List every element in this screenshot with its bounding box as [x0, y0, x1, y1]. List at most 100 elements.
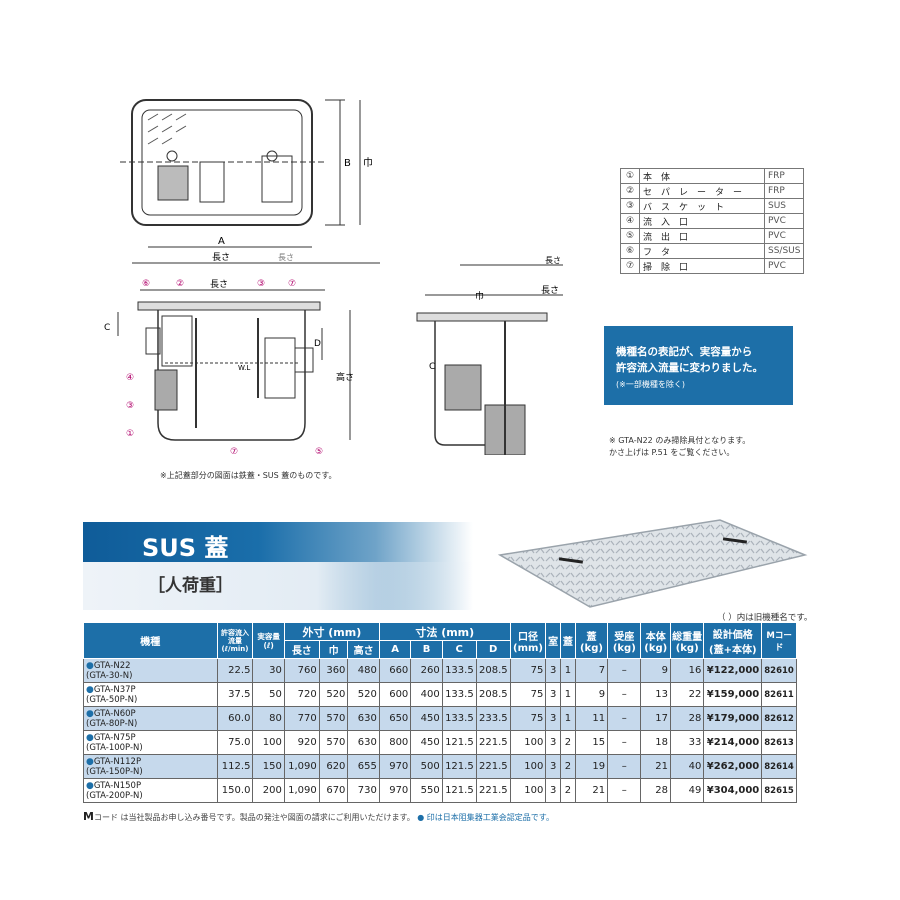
materials-num: ⑦ — [620, 258, 640, 274]
cell-wid: 570 — [318, 730, 349, 755]
cell-a: 970 — [378, 778, 412, 803]
dim-C-2: C — [429, 362, 435, 372]
cell-wid: 620 — [318, 754, 349, 779]
mcode-note: は当社製品お申し込み番号です。製品の発注や図面の請求にご利用いただけます。 — [117, 813, 415, 822]
cell-len: 1,090 — [283, 754, 320, 779]
col-mcode: Mコード — [761, 622, 797, 659]
materials-mat: FRP — [763, 168, 805, 184]
materials-mat: FRP — [763, 183, 805, 199]
cell-wid: 520 — [318, 682, 349, 707]
cell-rooms: 3 — [545, 706, 562, 731]
water-level-label: W.L — [238, 364, 250, 372]
col-lids: 蓋 — [560, 622, 576, 659]
cell-hei: 630 — [347, 706, 380, 731]
cell-mcode: 82610 — [761, 658, 797, 683]
side-note: ※ GTA-N22 のみ掃除具付となります。 かさ上げは P.51 をご覧くださ… — [609, 435, 750, 459]
certified-dot-icon: ● — [86, 756, 94, 767]
col-flow: 許容流入流量(ℓ/min) — [216, 622, 254, 659]
notice-line-1: 機種名の表記が、実容量から — [616, 346, 753, 358]
cell-seat: – — [607, 658, 642, 683]
cell-lids: 1 — [560, 706, 576, 731]
cell-lidw: 21 — [574, 778, 609, 803]
dim-length-section: 長さ — [210, 279, 228, 290]
cell-price: ¥304,000 — [703, 778, 763, 803]
col-d: D — [475, 640, 511, 659]
marker-7: ⑦ — [288, 279, 296, 289]
cell-c: 133.5 — [441, 706, 477, 731]
model-name: GTA-N150P — [93, 780, 142, 791]
certified-dot-icon: ● — [86, 684, 94, 695]
cell-body: 21 — [640, 754, 672, 779]
model-old-name: (GTA-150P-N) — [86, 766, 143, 777]
col-dims: 寸法 (mm) — [378, 622, 511, 641]
cell-lidw: 7 — [574, 658, 609, 683]
certified-dot-icon: ● — [86, 732, 94, 743]
cell-d: 221.5 — [475, 778, 511, 803]
section-view-drawing: 長さ W.L 高さ D C ⑥ ② ③ ⑦ ④ ③ ① ⑦ ⑤ — [104, 279, 354, 457]
col-lid-weight-label: 蓋 — [586, 631, 597, 643]
model-cell: ●GTA-N75P(GTA-100P-N) — [83, 730, 218, 755]
drawing-caption: ※上記蓋部分の図面は鉄蓋・SUS 蓋のものです。 — [160, 471, 337, 480]
mcode-logo: M — [83, 810, 94, 823]
cell-total: 16 — [670, 658, 705, 683]
cell-mcode: 82612 — [761, 706, 797, 731]
cell-mcode: 82613 — [761, 730, 797, 755]
cell-d: 221.5 — [475, 730, 511, 755]
cell-body: 13 — [640, 682, 672, 707]
cell-b: 260 — [410, 658, 443, 683]
cell-rooms: 3 — [545, 730, 562, 755]
col-bore-label: 口径 — [517, 631, 538, 643]
side-note-line-2: かさ上げは P.51 をご覧ください。 — [609, 448, 735, 457]
cell-hei: 730 — [347, 778, 380, 803]
dim-C: C — [104, 323, 110, 333]
mcode-logo-text: コード — [93, 813, 118, 822]
materials-mat: PVC — [763, 213, 805, 229]
cell-lidw: 15 — [574, 730, 609, 755]
cell-seat: – — [607, 682, 642, 707]
cell-c: 133.5 — [441, 682, 477, 707]
marker-6: ⑥ — [142, 279, 150, 289]
cell-mcode: 82611 — [761, 682, 797, 707]
cell-lids: 1 — [560, 682, 576, 707]
cell-rooms: 3 — [545, 658, 562, 683]
marker-3: ③ — [257, 279, 265, 289]
model-old-name: (GTA-200P-N) — [86, 790, 143, 801]
marker-7b: ⑦ — [230, 447, 238, 457]
cell-wid: 570 — [318, 706, 349, 731]
cell-wid: 670 — [318, 778, 349, 803]
col-seat: 受座(kg) — [607, 622, 642, 659]
dim-width-2: 巾 — [475, 290, 484, 302]
materials-num: ② — [620, 183, 640, 199]
cell-price: ¥214,000 — [703, 730, 763, 755]
cell-len: 1,090 — [283, 778, 320, 803]
materials-num: ③ — [620, 198, 640, 214]
col-length: 長さ — [283, 640, 320, 659]
cell-flow: 37.5 — [216, 682, 254, 707]
col-bore: 口径(mm) — [509, 622, 547, 659]
cell-lids: 2 — [560, 730, 576, 755]
cell-lidw: 9 — [574, 682, 609, 707]
cell-len: 920 — [283, 730, 320, 755]
cell-c: 121.5 — [441, 778, 477, 803]
cell-hei: 655 — [347, 754, 380, 779]
cell-hei: 630 — [347, 730, 380, 755]
cell-hei: 480 — [347, 658, 380, 683]
cell-b: 450 — [410, 706, 443, 731]
materials-num: ① — [620, 168, 640, 184]
cell-lids: 2 — [560, 778, 576, 803]
dim-height: 高さ — [336, 371, 354, 383]
col-body-unit: (kg) — [644, 642, 668, 654]
cell-body: 28 — [640, 778, 672, 803]
notice-line-2: 許容流入流量に変わりました。 — [616, 362, 763, 374]
col-price: 設計価格(蓋+本体) — [703, 622, 763, 659]
cell-vol: 80 — [252, 706, 285, 731]
cell-mcode: 82615 — [761, 778, 797, 803]
cell-d: 233.5 — [475, 706, 511, 731]
materials-part: フタ — [639, 243, 765, 259]
col-volume-label: 実容量 — [257, 631, 280, 641]
marker-5: ⑤ — [315, 447, 323, 457]
cell-len: 760 — [283, 658, 320, 683]
